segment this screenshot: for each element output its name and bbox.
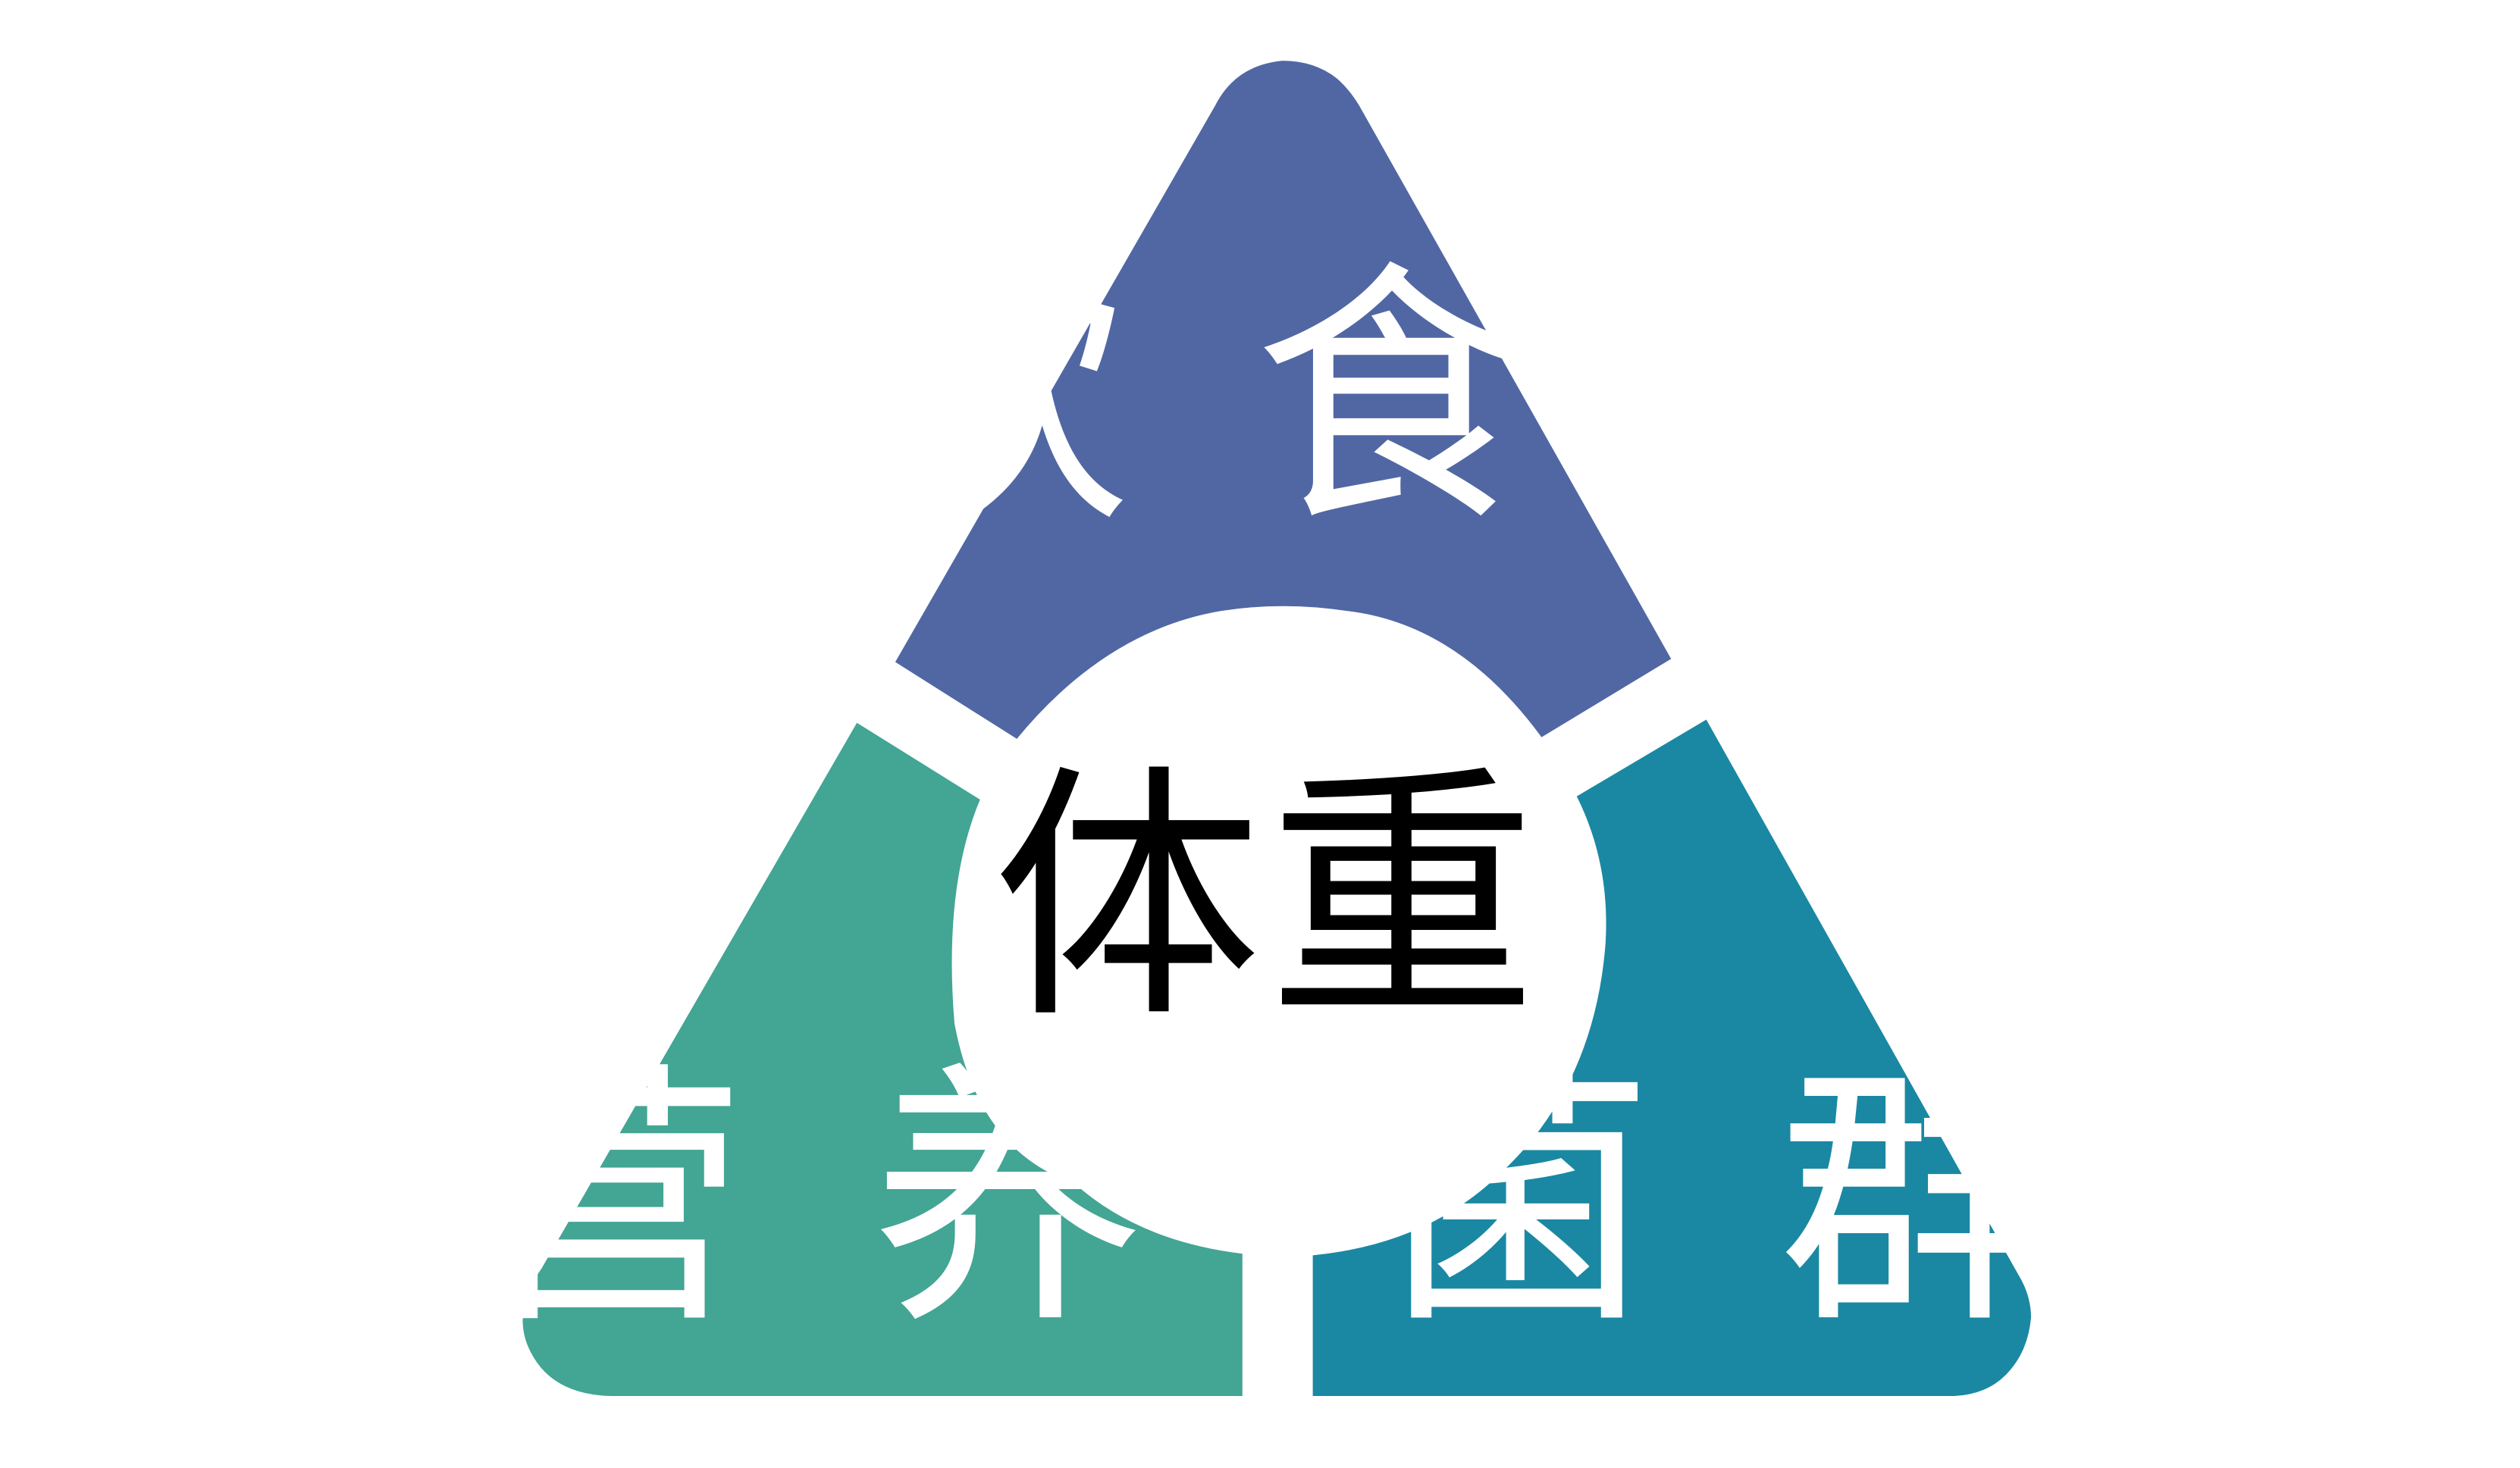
segment-label-bottom-right: 菌群: [1378, 1040, 2178, 1360]
center-label: 体重: [993, 742, 1544, 1055]
segment-bottom-right: [1312, 719, 2032, 1397]
segment-label-bottom-left: 营养: [472, 1040, 1271, 1360]
segment-label-top: 饮食: [854, 239, 1653, 559]
segment-top: [895, 61, 1672, 739]
segment-bottom-left: [522, 722, 1243, 1397]
